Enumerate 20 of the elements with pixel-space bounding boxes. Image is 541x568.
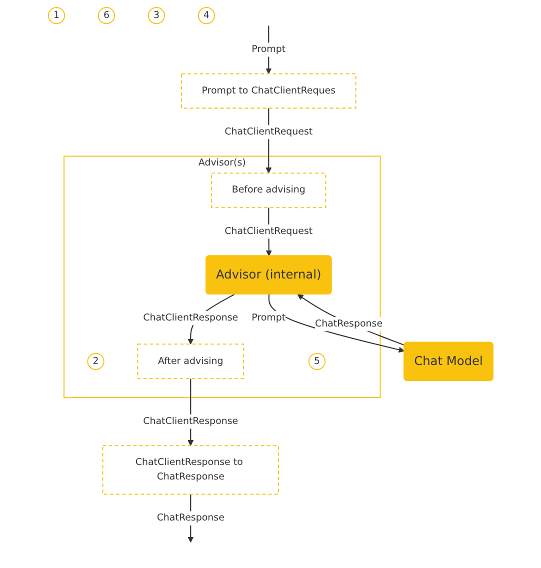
node-box: After advising bbox=[136, 344, 244, 380]
node-circle: 6 bbox=[98, 6, 115, 24]
edge-label: Prompt bbox=[251, 44, 286, 55]
arrow bbox=[297, 294, 404, 346]
node-box: Before advising bbox=[210, 172, 326, 208]
node-circle: 1 bbox=[48, 6, 65, 24]
node-circle: 4 bbox=[198, 6, 215, 24]
node-circle: 2 bbox=[86, 352, 104, 370]
node-circle: 5 bbox=[308, 352, 326, 370]
node-box: ChatClientResponse to ChatResponse bbox=[102, 445, 279, 495]
edge-label: ChatClientRequest bbox=[224, 126, 312, 138]
node-box: Prompt to ChatClientReques bbox=[180, 73, 356, 109]
edge-label: ChatClientResponse bbox=[142, 312, 238, 324]
edge-label: ChatClientResponse bbox=[142, 416, 238, 427]
edge-label: Prompt bbox=[251, 312, 286, 324]
edge-label: ChatResponse bbox=[156, 512, 224, 524]
edge-label: ChatResponse bbox=[314, 318, 382, 330]
node-circle: 3 bbox=[148, 6, 165, 24]
arrow bbox=[268, 294, 404, 353]
edge-label: ChatClientRequest bbox=[224, 226, 312, 237]
